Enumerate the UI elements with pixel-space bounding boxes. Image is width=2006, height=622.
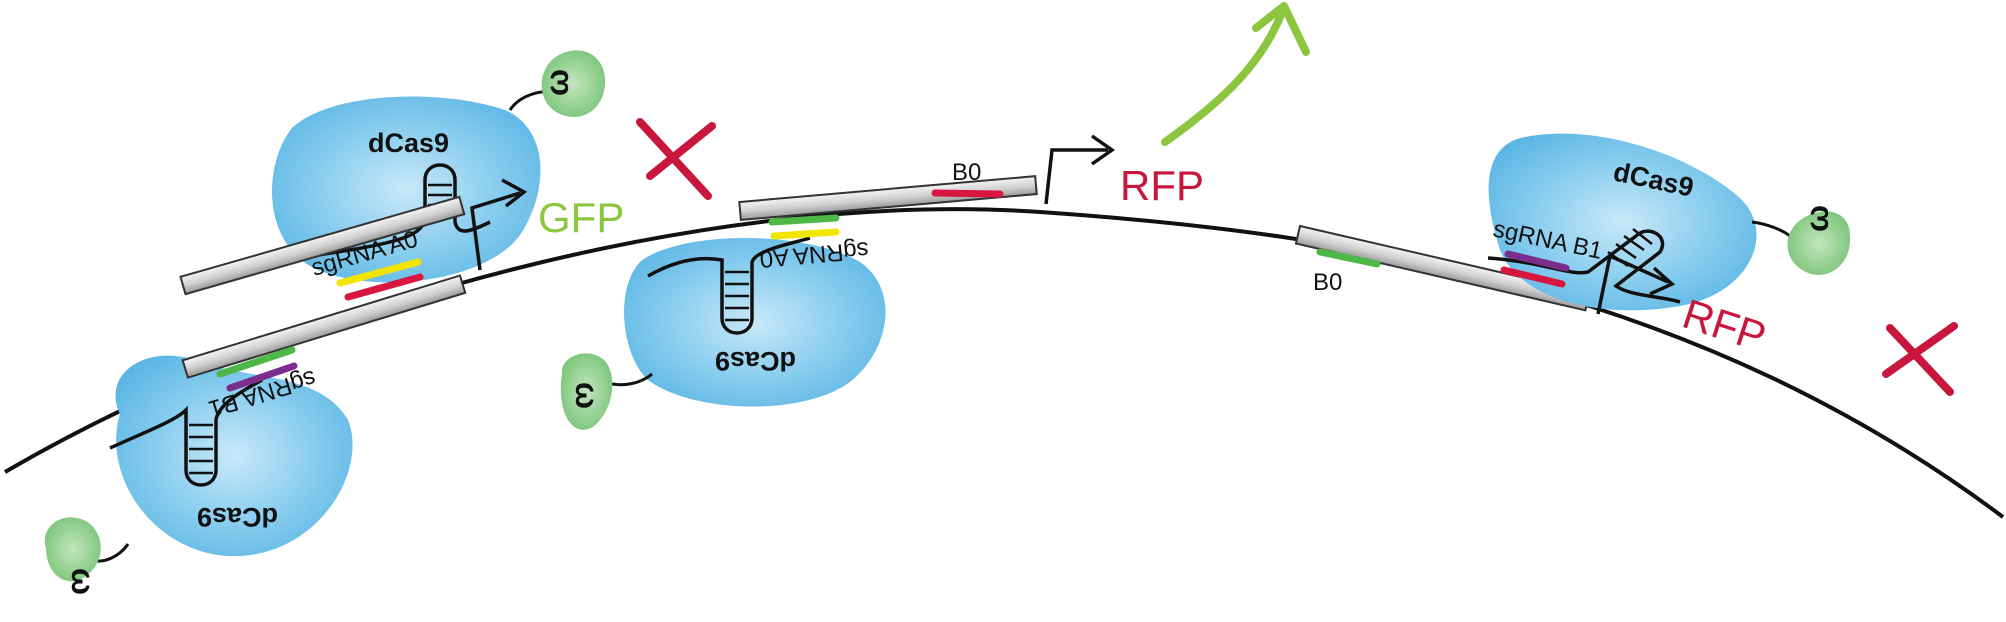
activated-arrow-rfp bbox=[1161, 2, 1310, 146]
repressed-x-gfp bbox=[636, 118, 716, 200]
dcas9-complex-a0-top: dCas9 sgRNA A0 ω GFP bbox=[179, 50, 716, 301]
repressed-x-rfp bbox=[1882, 322, 1958, 396]
target-site-red bbox=[1500, 266, 1566, 288]
transcription-arrow bbox=[1044, 148, 1108, 205]
target-site-yellow bbox=[336, 258, 422, 287]
sgrna-hairpin bbox=[109, 378, 263, 487]
target-site-purple bbox=[226, 362, 298, 392]
sgrna-hairpin bbox=[317, 163, 491, 257]
transcription-arrowhead bbox=[1090, 134, 1116, 166]
omega-subunit bbox=[541, 50, 606, 117]
target-site-purple bbox=[1504, 250, 1570, 272]
promoter-box bbox=[179, 195, 466, 296]
promoter-box bbox=[738, 175, 1038, 222]
dcas9-label: dCas9 bbox=[715, 346, 796, 376]
omega-glyph: ω bbox=[65, 568, 101, 595]
transcription-arrow bbox=[1596, 253, 1669, 315]
target-site-green bbox=[216, 346, 296, 378]
b0-label: B0 bbox=[1313, 269, 1342, 296]
gfp-label: GFP bbox=[538, 194, 624, 241]
b0-site-green bbox=[1316, 248, 1381, 268]
sgrna-hairpin-rungs bbox=[428, 183, 452, 217]
dcas9-complex-b1-bottom-left: dCas9 sgRNA B1 ω bbox=[44, 274, 467, 595]
target-site-green bbox=[768, 214, 840, 226]
dcas9-label: dCas9 bbox=[368, 128, 449, 158]
rfp-label-active: RFP bbox=[1120, 162, 1204, 209]
transcription-arrowhead bbox=[1649, 266, 1676, 296]
omega-glyph: ω bbox=[1799, 205, 1835, 232]
target-site-yellow bbox=[770, 228, 840, 240]
b0-label: B0 bbox=[952, 159, 981, 186]
sgrna-hairpin-rungs bbox=[189, 423, 213, 475]
omega-subunit bbox=[1787, 211, 1851, 275]
dcas9-label: dCas9 bbox=[197, 502, 278, 532]
transcription-arrowhead bbox=[501, 178, 528, 208]
rfp-label-repressed: RFP bbox=[1677, 290, 1771, 361]
transcription-arrow bbox=[470, 191, 521, 271]
omega-glyph: ω bbox=[569, 382, 605, 409]
omega-subunit bbox=[44, 517, 101, 582]
dcas9-protein bbox=[115, 355, 353, 557]
omega-subunit bbox=[560, 353, 613, 430]
promoter-box bbox=[181, 274, 467, 379]
dcas9-complex-a0-center: dCas9 sgRNA A0 B0 ω RFP bbox=[560, 2, 1310, 430]
omega-linker bbox=[611, 372, 653, 387]
omega-linker bbox=[1751, 220, 1791, 238]
target-site-red bbox=[344, 273, 424, 301]
sgrna-hairpin-rungs bbox=[725, 270, 749, 322]
b0-site-red bbox=[931, 189, 1004, 198]
sgrna-hairpin bbox=[647, 236, 811, 335]
dcas9-protein bbox=[624, 237, 886, 407]
omega-glyph: ω bbox=[539, 69, 575, 96]
